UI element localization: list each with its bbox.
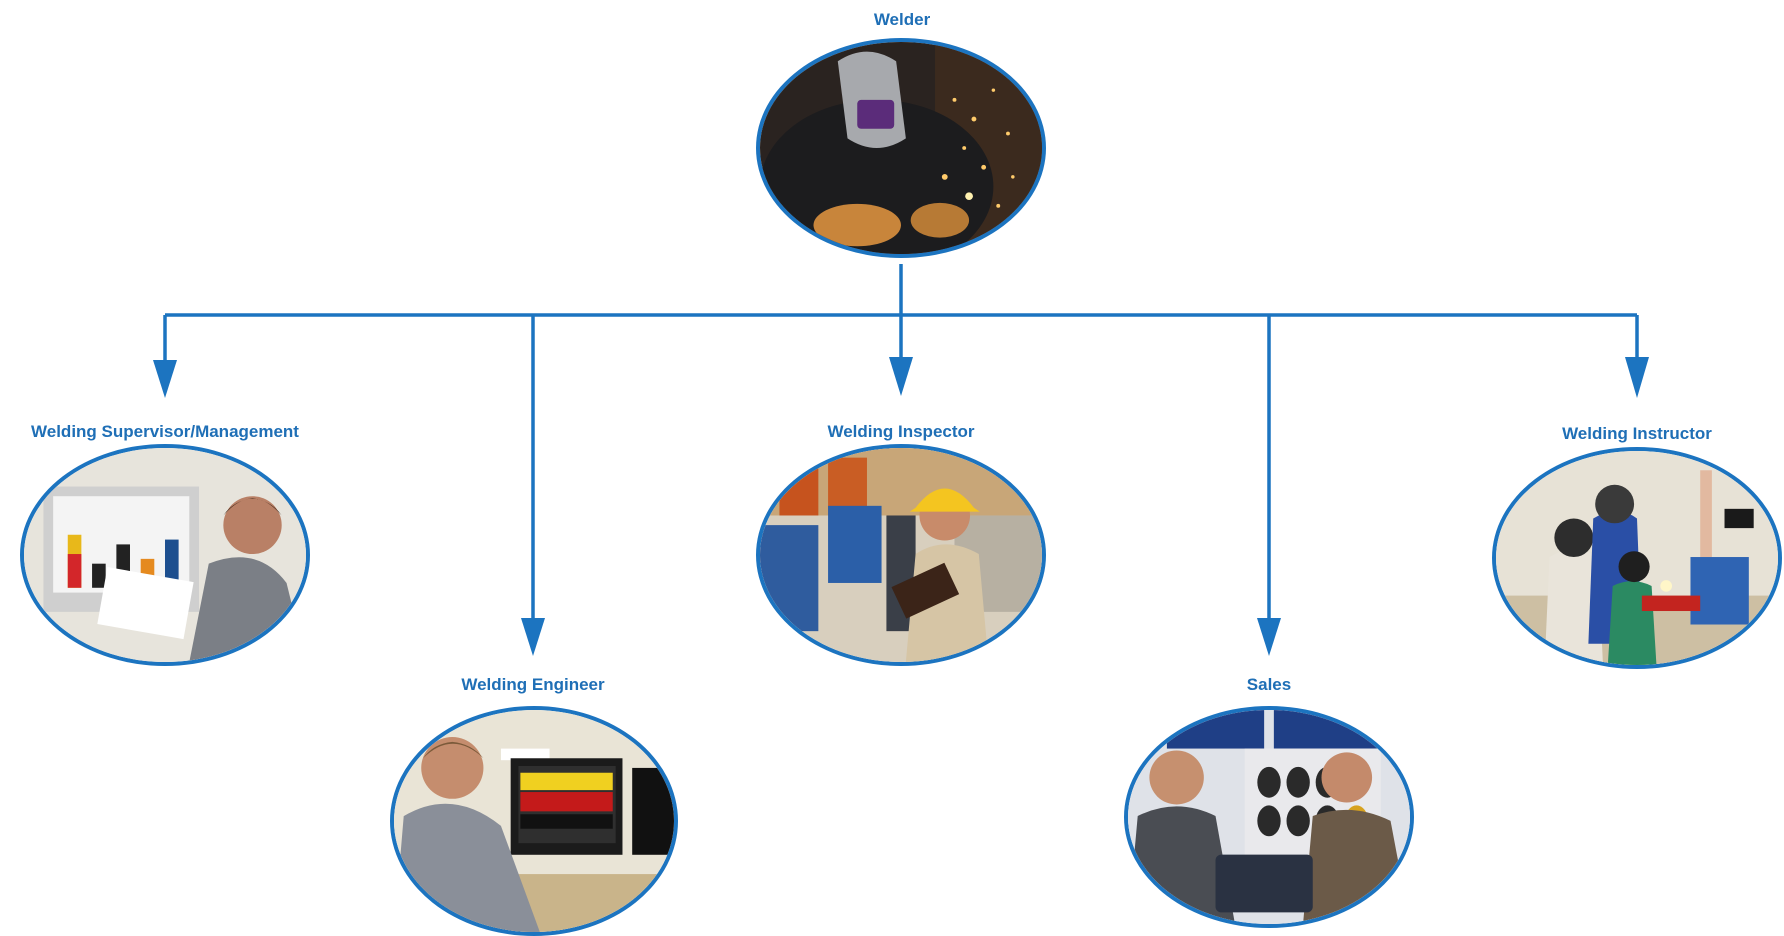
welder-photo-icon [756,38,1046,258]
instructor-photo-icon [1492,447,1782,669]
role-label-engineer: Welding Engineer [461,675,605,694]
arrow-head-sales [1257,618,1281,656]
role-label-supervisor: Welding Supervisor/Management [31,422,299,441]
sales-photo-icon [1124,706,1414,928]
role-label-welder: Welder [873,10,931,29]
role-label-instructor: Welding Instructor [1562,424,1712,443]
arrow-head-engineer [521,618,545,656]
role-label-sales: Sales [1246,675,1292,694]
arrow-head-instructor [1625,357,1649,398]
role-label-inspector: Welding Inspector [827,422,975,441]
engineer-photo-icon [390,706,678,936]
inspector-photo-icon [756,444,1046,666]
arrow-head-supervisor [153,360,177,398]
supervisor-photo-icon [20,444,310,666]
arrow-head-inspector [889,357,913,396]
